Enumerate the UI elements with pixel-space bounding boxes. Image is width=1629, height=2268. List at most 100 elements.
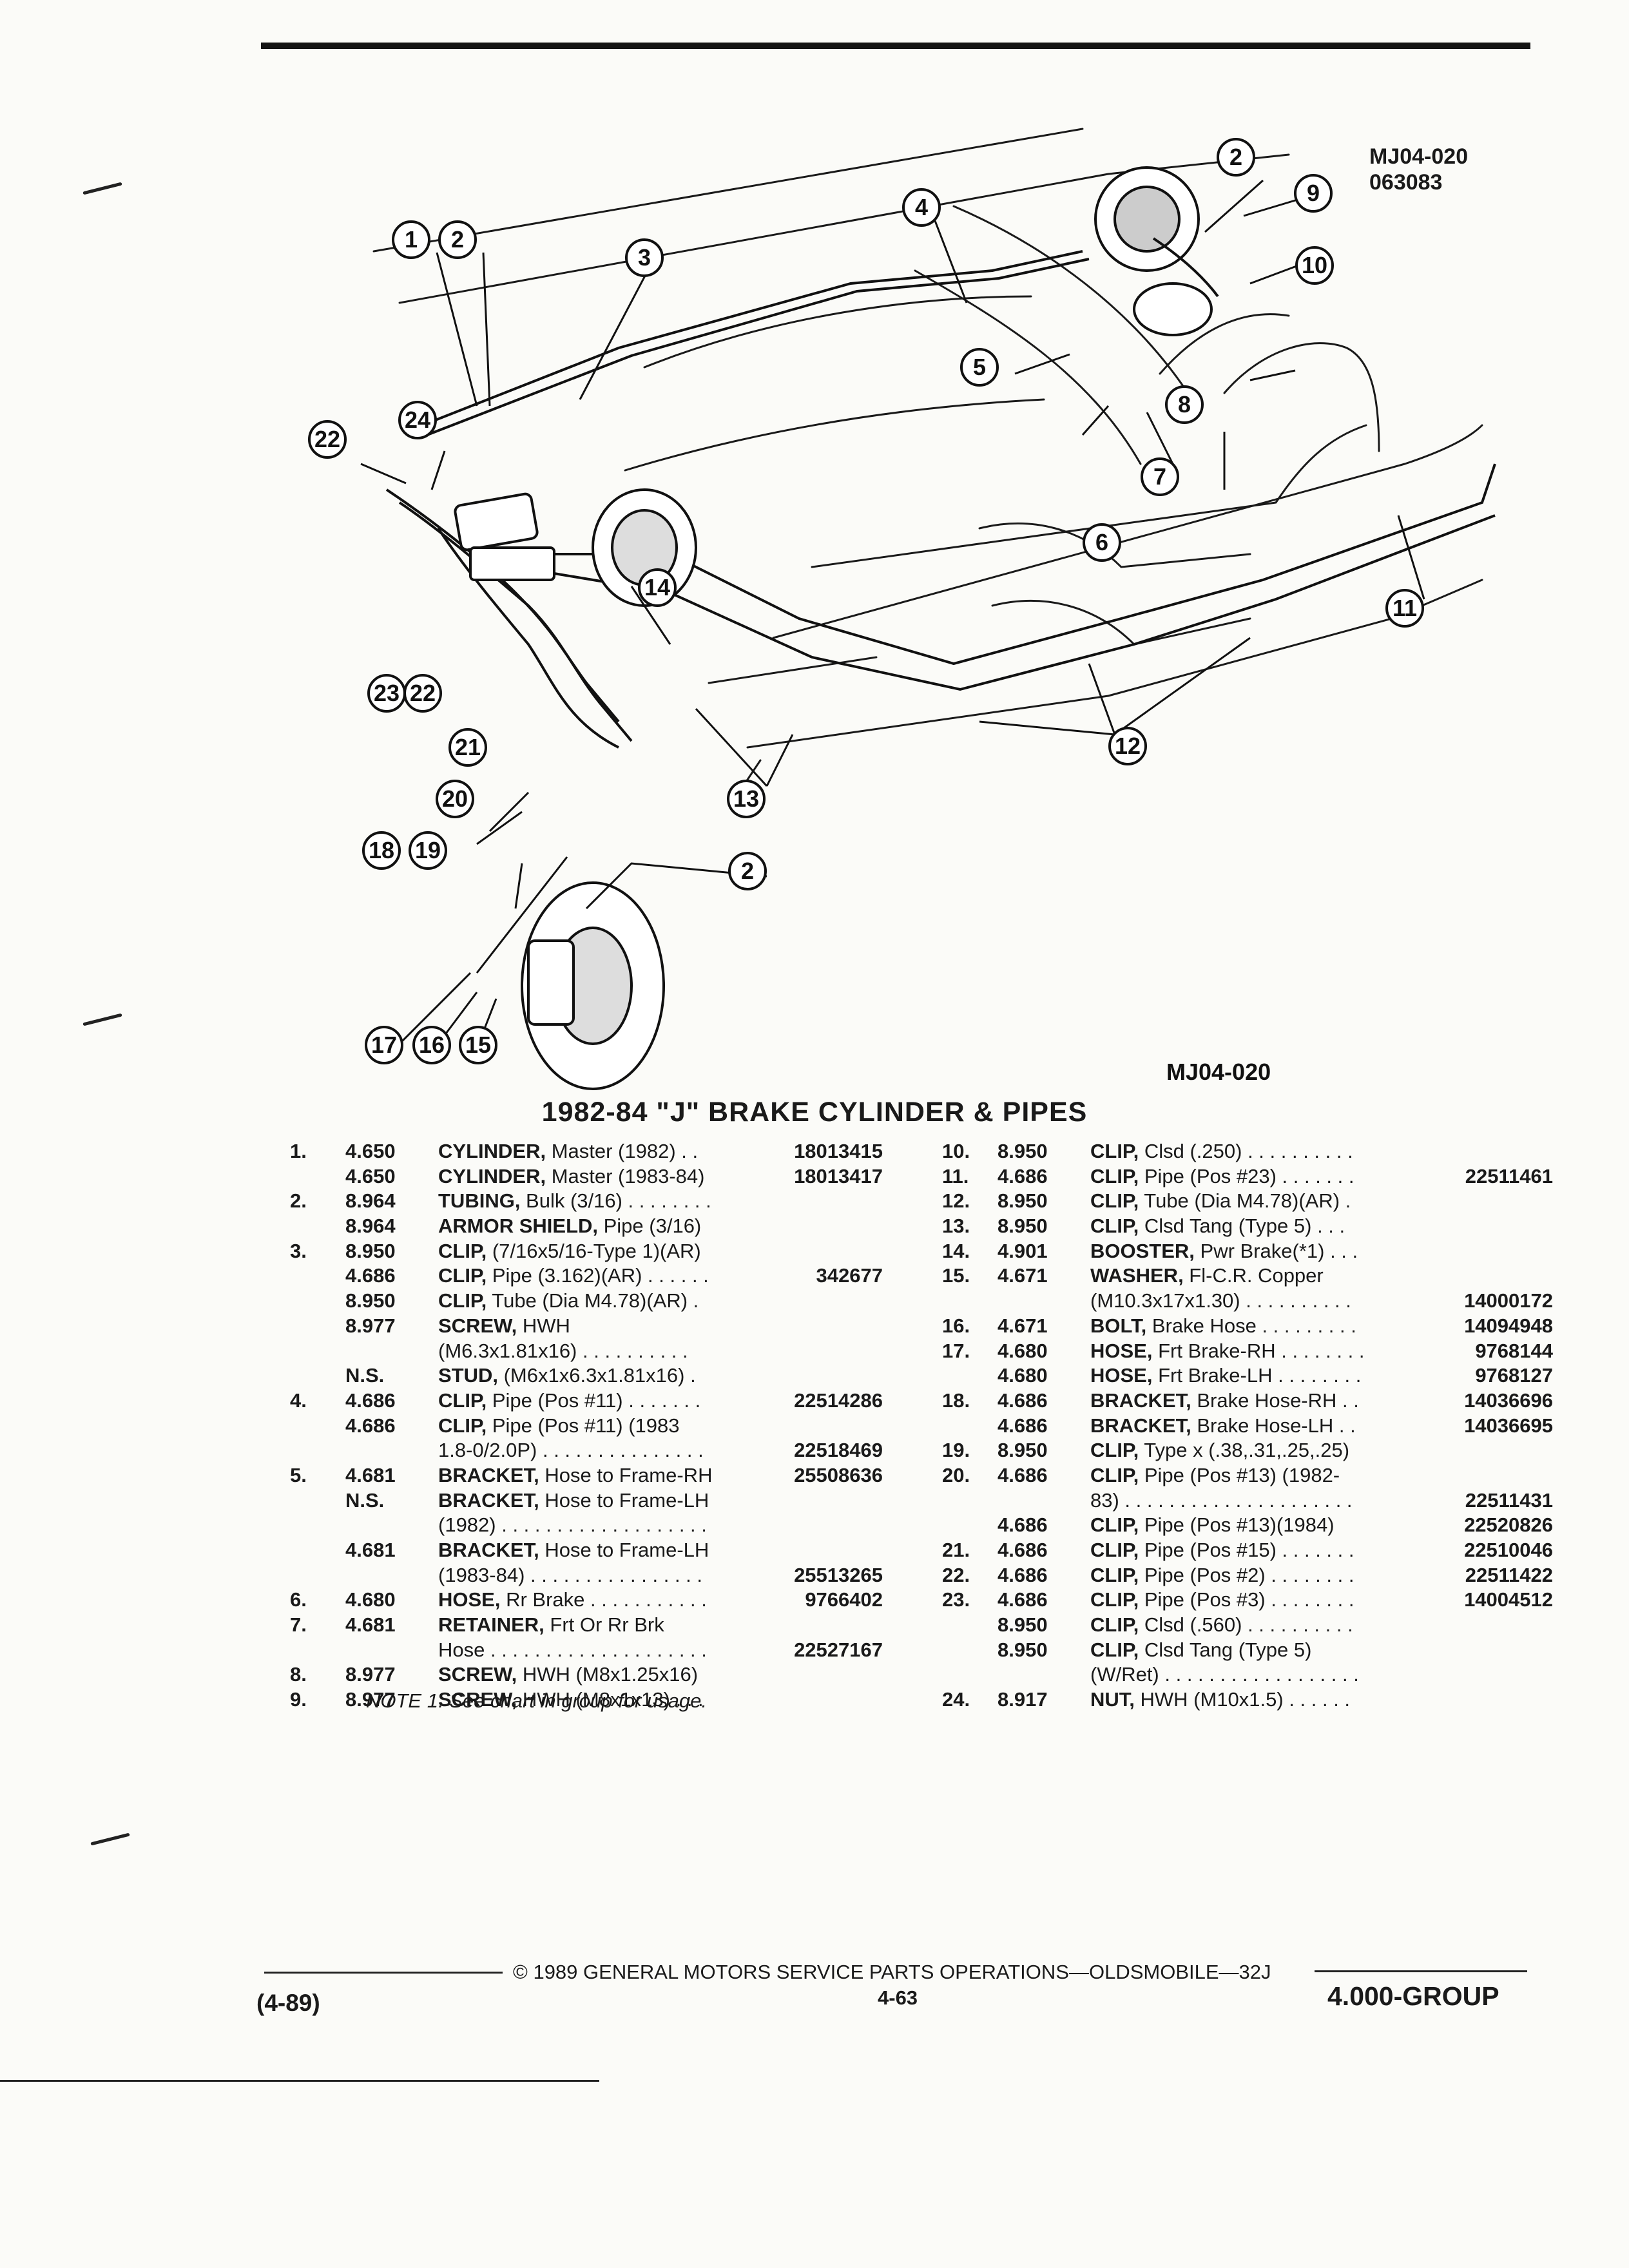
part-detail: Pipe (3/16) <box>598 1215 702 1238</box>
group-number: 8.964 <box>345 1215 396 1238</box>
svg-text:8: 8 <box>1178 391 1191 418</box>
callout-3: 3 <box>625 238 664 277</box>
part-description: NUT, HWH (M10x1.5) . . . . . . <box>1090 1687 1350 1713</box>
part-description: 83) . . . . . . . . . . . . . . . . . . … <box>1090 1488 1353 1514</box>
part-description: SCREW, HWH <box>438 1314 570 1339</box>
group-number: 8.917 <box>998 1688 1048 1711</box>
footer-rule-left <box>264 1972 503 1974</box>
part-name: CLIP, <box>1090 1189 1139 1213</box>
group-number: 4.680 <box>345 1588 396 1611</box>
part-detail: (7/16x5/16-Type 1)(AR) <box>487 1239 701 1262</box>
group-number: 4.686 <box>998 1539 1048 1561</box>
item-number: 2. <box>290 1189 307 1213</box>
group-number: 8.950 <box>998 1638 1048 1661</box>
parts-row: (1982) . . . . . . . . . . . . . . . . .… <box>290 1513 883 1538</box>
svg-text:4: 4 <box>915 194 928 220</box>
part-detail: Rr Brake . . . . . . . . . . . <box>500 1588 707 1611</box>
part-description: BRACKET, Hose to Frame-LH <box>438 1488 709 1514</box>
part-name: CLIP, <box>1090 1613 1139 1637</box>
part-detail: Hose to Frame-LH <box>539 1539 709 1561</box>
item-number: 11. <box>942 1164 969 1187</box>
part-description: CLIP, Pipe (Pos #15) . . . . . . . <box>1090 1538 1354 1563</box>
callout-1: 1 <box>392 220 430 259</box>
item-number: 17. <box>942 1339 970 1362</box>
part-description: (1982) . . . . . . . . . . . . . . . . .… <box>438 1513 707 1538</box>
part-detail: Master (1982) . . <box>546 1140 699 1162</box>
item-number: 14. <box>942 1239 970 1262</box>
brake-pipes <box>385 250 1496 749</box>
item-number: 20. <box>942 1463 970 1486</box>
part-number: 18013417 <box>794 1164 883 1187</box>
part-detail: Tube (Dia M4.78)(AR) . <box>487 1289 699 1312</box>
rear-brake-drum <box>1094 166 1219 336</box>
part-name: BRACKET, <box>438 1539 539 1561</box>
parts-row: N.S.STUD, (M6x1x6.3x1.81x16) . <box>290 1363 883 1389</box>
item-number: 18. <box>942 1389 970 1412</box>
part-name: BRACKET, <box>1090 1414 1191 1437</box>
item-number: 23. <box>942 1588 970 1611</box>
parts-row: (W/Ret) . . . . . . . . . . . . . . . . … <box>942 1662 1553 1687</box>
part-detail: Pipe (Pos #23) . . . . . . . <box>1139 1164 1354 1187</box>
vehicle-underbody-outline <box>372 128 1483 800</box>
svg-text:19: 19 <box>415 837 441 863</box>
callout-22: 22 <box>403 674 442 713</box>
part-number: 22514286 <box>794 1389 883 1412</box>
svg-text:23: 23 <box>374 680 400 706</box>
group-number: 4.686 <box>345 1414 396 1437</box>
parts-row: (1983-84) . . . . . . . . . . . . . . . … <box>290 1563 883 1588</box>
callout-leaders <box>360 179 1425 1058</box>
part-description: CLIP, Clsd Tang (Type 5) . . . <box>1090 1214 1345 1239</box>
part-name: SCREW, <box>438 1688 517 1711</box>
part-description: BRACKET, Brake Hose-LH . . <box>1090 1414 1356 1439</box>
group-number: 8.964 <box>345 1189 396 1213</box>
part-detail: Frt Brake-RH . . . . . . . . <box>1152 1339 1365 1362</box>
part-detail: HWH (M10x1.5) . . . . . . <box>1134 1688 1351 1711</box>
svg-text:14: 14 <box>644 574 670 601</box>
svg-text:24: 24 <box>405 407 430 433</box>
part-number: 22518469 <box>794 1439 883 1462</box>
svg-text:15: 15 <box>465 1032 491 1058</box>
part-detail: Pwr Brake(*1) . . . <box>1194 1239 1358 1262</box>
callout-15: 15 <box>459 1026 497 1064</box>
part-description: SCREW, HWH (M8x1x13) . . . <box>438 1687 704 1713</box>
group-number: 4.686 <box>998 1563 1048 1586</box>
bottom-rule <box>0 2080 599 2082</box>
part-detail: 1.8-0/2.0P) . . . . . . . . . . . . . . … <box>438 1439 704 1462</box>
part-number: 342677 <box>816 1264 883 1287</box>
part-detail: (M10.3x17x1.30) . . . . . . . . . . <box>1090 1289 1351 1312</box>
svg-text:16: 16 <box>419 1032 445 1058</box>
callout-21: 21 <box>448 728 487 767</box>
part-name: CLIP, <box>1090 1463 1139 1486</box>
group-number: 8.950 <box>998 1613 1048 1637</box>
part-number: 25513265 <box>794 1563 883 1586</box>
part-name: CLIP, <box>1090 1563 1139 1586</box>
page-title: 1982-84 "J" BRAKE CYLINDER & PIPES <box>541 1097 1088 1128</box>
group-number: 4.686 <box>345 1264 396 1287</box>
svg-text:22: 22 <box>314 426 340 452</box>
part-detail: Pipe (Pos #11) (1983 <box>487 1414 680 1437</box>
revision-date: (4-89) <box>256 1990 320 2016</box>
part-detail: Pipe (Pos #15) . . . . . . . <box>1139 1539 1354 1561</box>
svg-text:10: 10 <box>1302 252 1327 278</box>
part-detail: Pipe (Pos #2) . . . . . . . . <box>1139 1563 1354 1586</box>
item-number: 3. <box>290 1239 307 1262</box>
callout-8: 8 <box>1165 385 1204 424</box>
part-description: CLIP, Pipe (Pos #13) (1982- <box>1090 1463 1340 1488</box>
callout-18: 18 <box>362 831 401 870</box>
callout-22: 22 <box>308 420 347 459</box>
part-name: CLIP, <box>1090 1164 1139 1187</box>
group-number: 4.681 <box>345 1539 396 1561</box>
